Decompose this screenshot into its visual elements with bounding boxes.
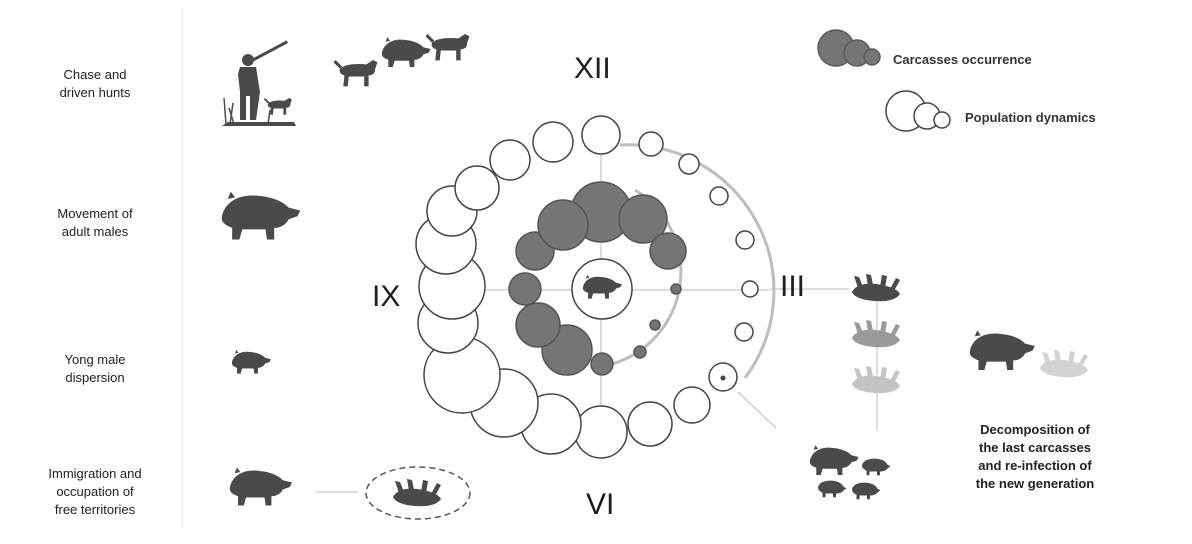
carcass-circle bbox=[634, 346, 646, 358]
population-circle bbox=[679, 154, 699, 174]
population-circle bbox=[490, 140, 530, 180]
carcass-circle bbox=[509, 273, 541, 305]
hunting-dog-icon bbox=[264, 98, 292, 115]
new-generation-sow-icon bbox=[810, 445, 859, 475]
decomposed-carcass-icon bbox=[852, 366, 900, 393]
population-circle bbox=[735, 323, 753, 341]
immigrant-boar-icon bbox=[230, 468, 292, 506]
chased-boar-icon bbox=[382, 37, 431, 67]
fresh-carcass-icon bbox=[852, 274, 900, 301]
month-xii-label: XII bbox=[574, 52, 611, 86]
population-circle bbox=[639, 132, 663, 156]
carcass-circle bbox=[516, 303, 560, 347]
calf-icon bbox=[333, 60, 377, 86]
legend-population-icon bbox=[886, 91, 950, 131]
legend-carcasses-icon bbox=[818, 30, 880, 66]
adult-male-boar-icon bbox=[222, 192, 301, 240]
month-iii-label: III bbox=[780, 270, 805, 304]
decaying-carcass-icon bbox=[852, 320, 900, 347]
young-male-boar-icon bbox=[232, 350, 271, 374]
outer-ring-arc bbox=[620, 145, 774, 378]
month-vi-label: VI bbox=[586, 488, 614, 522]
legend-carcasses-label: Carcasses occurrence bbox=[893, 52, 1032, 67]
piglet-icon-1 bbox=[862, 459, 891, 476]
ring-marker bbox=[721, 376, 726, 381]
faded-carcass-icon bbox=[1040, 350, 1088, 377]
population-circle bbox=[736, 231, 754, 249]
carcass-circle bbox=[538, 200, 588, 250]
legend-population-label: Population dynamics bbox=[965, 110, 1096, 125]
population-circle bbox=[710, 187, 728, 205]
population-circle bbox=[742, 281, 758, 297]
carcass-circle bbox=[650, 320, 660, 330]
carcass-circle bbox=[650, 233, 686, 269]
carcass-circle bbox=[591, 353, 613, 375]
population-circle bbox=[674, 387, 710, 423]
chase-dog-icon bbox=[425, 34, 469, 60]
territory-carcass-icon bbox=[393, 479, 441, 506]
piglet-icon-3 bbox=[852, 483, 881, 500]
population-circle bbox=[628, 402, 672, 446]
population-circle bbox=[455, 166, 499, 210]
population-circle bbox=[582, 116, 620, 154]
month-ix-label: IX bbox=[372, 280, 400, 314]
grass-icon bbox=[224, 98, 270, 124]
carcass-circle bbox=[671, 284, 681, 294]
piglet-icon-2 bbox=[818, 481, 847, 498]
population-circle bbox=[575, 406, 627, 458]
reinfected-boar-icon bbox=[970, 330, 1035, 370]
population-circle bbox=[533, 122, 573, 162]
